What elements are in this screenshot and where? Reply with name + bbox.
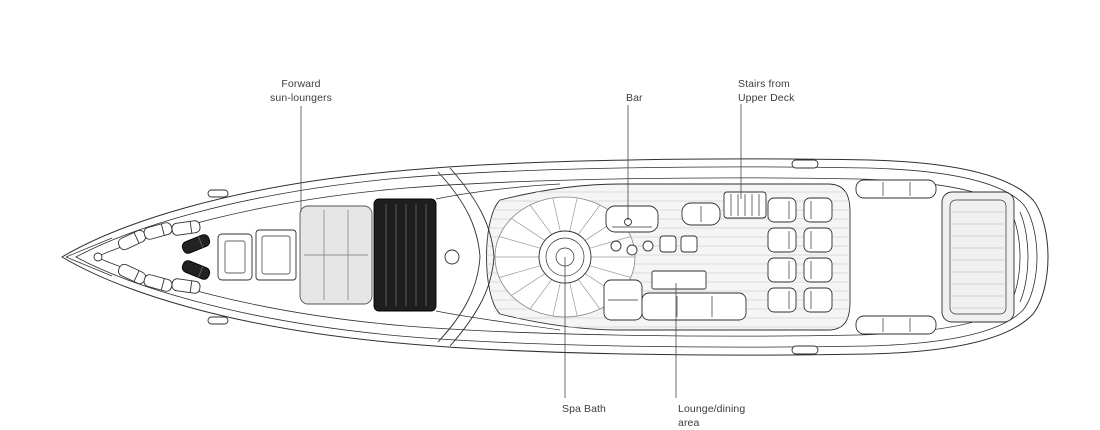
lounge-sofa-shape <box>603 279 747 321</box>
bar-stool-icon <box>642 240 654 252</box>
bar-stool-icon <box>626 244 638 256</box>
label-stairs-from-upper-deck: Stairs from Upper Deck <box>738 78 794 105</box>
label-line: Forward <box>281 78 321 90</box>
dining-chair-icon <box>767 197 833 313</box>
label-spa-bath: Spa Bath <box>562 403 606 417</box>
superstructure-sweeps <box>435 167 561 347</box>
label-line: area <box>678 416 700 429</box>
coffee-table-shape <box>651 270 707 290</box>
mast-base-shape <box>444 249 460 265</box>
leader-lines <box>300 104 742 398</box>
sun-lounger-icon <box>117 220 201 294</box>
foredeck-table-shape <box>255 229 297 281</box>
dark-sun-lounger-icon <box>181 234 211 280</box>
label-forward-sun-loungers: Forward sun-loungers <box>250 78 352 105</box>
settee-shape <box>681 202 721 226</box>
foredeck-hatch-shape <box>217 233 253 281</box>
aft-garage-shape <box>941 191 1015 323</box>
bar-stool-icon <box>610 240 622 252</box>
aft-features <box>207 159 1015 355</box>
aft-bench-shape <box>855 179 937 335</box>
stairs-shape <box>723 191 767 219</box>
label-line: Bar <box>626 92 643 104</box>
foredeck-area <box>65 198 437 312</box>
bow-pulpit-lines <box>65 237 113 277</box>
cleat-shape <box>791 345 819 355</box>
forward-sunpad-shape <box>299 205 373 305</box>
label-line: Lounge/dining <box>678 403 746 415</box>
bow-light-shape <box>93 252 103 262</box>
cleat-shape <box>791 159 819 169</box>
label-bar: Bar <box>626 92 643 106</box>
label-line: Spa Bath <box>562 403 606 415</box>
bar-shape <box>605 205 659 256</box>
ottoman-shape <box>680 235 698 253</box>
cleat-shape <box>207 189 229 198</box>
ottoman-shape <box>659 235 677 253</box>
label-line: Stairs from <box>738 78 790 90</box>
stern-step-line <box>1019 211 1029 303</box>
cleat-shape <box>207 316 229 325</box>
skylight-hatch-shape <box>373 198 437 312</box>
label-lounge-dining-area: Lounge/dining area <box>678 403 745 430</box>
label-line: Upper Deck <box>738 91 795 104</box>
label-line: sun-loungers <box>270 91 332 104</box>
